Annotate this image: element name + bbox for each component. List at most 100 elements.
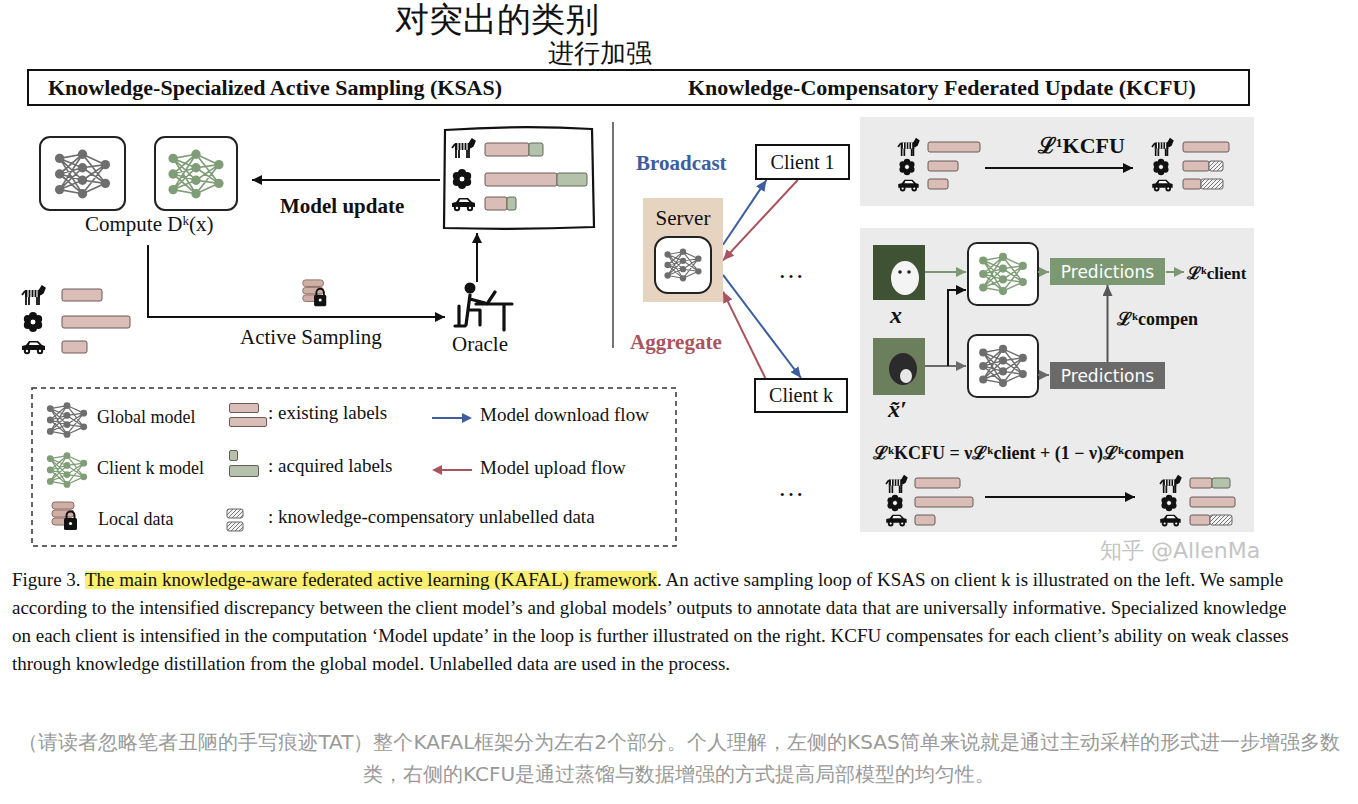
legend-text: Model download flow xyxy=(480,404,649,426)
global-model-icon xyxy=(55,150,110,199)
existing-label-bar xyxy=(62,341,87,353)
global-model-box xyxy=(968,335,1038,397)
compensatory-bar xyxy=(1201,179,1223,189)
node-text: ℒᵏKCFU = νℒᵏclient + (1 − ν)ℒᵏcompen xyxy=(873,440,1184,464)
client-model-box xyxy=(155,137,237,210)
zebra-icon xyxy=(898,139,919,156)
legend-text: Client k model xyxy=(97,458,204,479)
zebra-icon xyxy=(452,139,475,158)
client-box: Client 1 xyxy=(755,144,850,180)
output-arrow xyxy=(1038,374,1049,376)
flower-icon xyxy=(899,159,914,175)
legend-icon xyxy=(47,452,87,488)
client-model-icon xyxy=(979,253,1027,295)
client-model-icon xyxy=(168,150,223,199)
car-icon xyxy=(886,515,906,527)
flower-icon xyxy=(24,312,42,332)
node-text: Client k xyxy=(769,384,833,407)
edge-label: ℒᵏcompen xyxy=(1117,306,1198,330)
zebra-icon xyxy=(1152,139,1173,156)
swatch-bar xyxy=(229,465,259,477)
legend-icon xyxy=(52,502,77,530)
node-text: Server xyxy=(643,206,723,231)
legend-arrow-line xyxy=(440,469,472,471)
update-arrow xyxy=(985,167,1133,169)
zebra-icon xyxy=(22,286,45,305)
oracle-label-box xyxy=(444,127,594,229)
acquired-label-bar xyxy=(557,173,587,186)
global-model-box xyxy=(40,137,125,210)
existing-label-bar xyxy=(915,497,973,507)
acquired-label-bar xyxy=(507,197,516,210)
prediction-box: Predictions xyxy=(1050,362,1165,389)
output-arrow xyxy=(1038,271,1049,273)
legend-hatch-bar xyxy=(227,522,243,531)
connector xyxy=(723,180,798,260)
existing-label-bar xyxy=(1190,515,1210,525)
loss-panel: ℒᵏclientxx̃′ℒᵏKCFU = νℒᵏclient + (1 − ν)… xyxy=(860,228,1254,532)
zebra-icon xyxy=(1160,476,1181,493)
flower-icon xyxy=(1153,159,1168,175)
existing-label-bar xyxy=(62,316,130,328)
prediction-box: Predictions xyxy=(1050,258,1165,285)
legend-swatch xyxy=(229,403,269,431)
client-model-box xyxy=(968,243,1038,305)
header-box: Knowledge-Specialized Active Sampling (K… xyxy=(27,69,1250,106)
car-icon xyxy=(1152,180,1172,192)
existing-label-bar xyxy=(1190,478,1212,488)
handwritten-note: 对突出的类别 xyxy=(395,2,599,36)
car-icon xyxy=(452,198,475,211)
existing-label-bar xyxy=(62,289,102,301)
node-text: Client 1 xyxy=(771,151,835,174)
caption-text: Figure 3. The main knowledge-aware feder… xyxy=(12,566,1297,678)
step-label: Active Sampling xyxy=(240,325,382,350)
existing-label-bar xyxy=(915,478,960,488)
legend-text: : acquired labels xyxy=(268,455,393,477)
acquired-label-bar xyxy=(1212,478,1230,488)
existing-label-bar xyxy=(485,197,507,210)
commentary-text: （请读者忽略笔者丑陋的手写痕迹TAT）整个KAFAL框架分为左右2个部分。个人理… xyxy=(0,726,1358,790)
legend-arrow-line xyxy=(432,417,464,419)
right-panels xyxy=(860,117,1254,532)
flow-label: Aggregate xyxy=(630,330,722,355)
legend-arrow-head xyxy=(462,413,472,423)
swatch-bar xyxy=(229,417,267,427)
existing-label-bar xyxy=(1183,161,1209,171)
connector xyxy=(723,180,766,245)
connector xyxy=(723,292,765,378)
branch-arrow xyxy=(948,290,966,366)
existing-label-bar xyxy=(928,142,980,152)
augmented-image xyxy=(873,338,925,395)
node-text: ℒ¹KCFU xyxy=(1038,129,1125,159)
handwritten-note: 进行加强 xyxy=(548,40,652,66)
legend-text: Local data xyxy=(98,509,173,530)
ellipsis: … xyxy=(778,255,804,285)
swatch-bar xyxy=(229,450,238,461)
existing-label-bar xyxy=(1183,142,1229,152)
legend-hatch-bar xyxy=(227,509,243,518)
oracle-person-icon xyxy=(455,283,512,331)
legend-text: Global model xyxy=(97,407,195,428)
dog-figure xyxy=(891,261,919,295)
oracle-arrow xyxy=(476,233,478,282)
server-model-net xyxy=(664,249,701,282)
legend-arrow-head xyxy=(432,465,442,475)
server-model-icon xyxy=(654,236,712,294)
local-data-icon xyxy=(303,280,326,306)
legend-sample xyxy=(44,401,104,441)
server-box: Server xyxy=(643,198,723,302)
existing-label-bar xyxy=(1183,179,1201,189)
loss-panel: ℒ¹KCFU xyxy=(860,117,1254,206)
legend-text: : knowledge-compensatory unlabelled data xyxy=(268,506,595,528)
step-label: Oracle xyxy=(452,332,508,357)
legend-text: Model upload flow xyxy=(480,457,626,479)
input-arrow xyxy=(925,271,966,273)
legend-frame xyxy=(32,388,676,546)
node-text: Knowledge-Specialized Active Sampling (K… xyxy=(48,75,502,101)
left-sampling-loop xyxy=(22,127,594,354)
node-text: x̃′ xyxy=(888,396,907,423)
existing-label-bar xyxy=(485,173,557,186)
flow-label: Broadcast xyxy=(636,151,727,176)
dog-eye xyxy=(898,270,902,274)
